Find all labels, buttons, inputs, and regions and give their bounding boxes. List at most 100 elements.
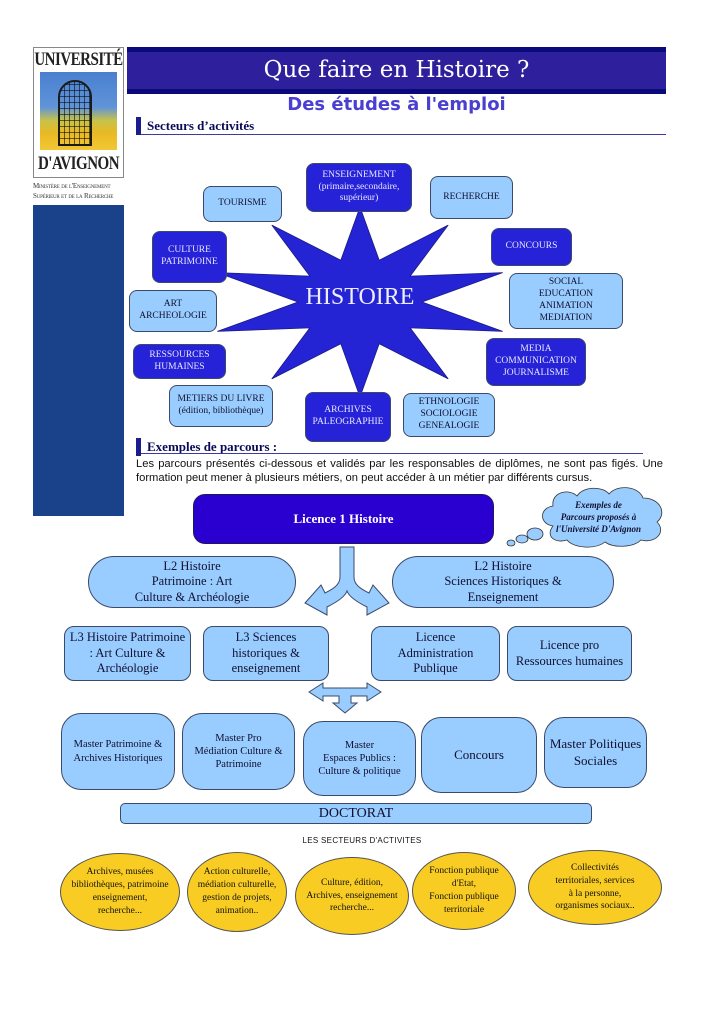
sector-node-enseignement-label: ENSEIGNEMENT(primaire,secondaire,supérie… xyxy=(319,170,400,206)
text-line: SOCIAL xyxy=(548,277,584,288)
text-line: à la personne, xyxy=(568,888,622,899)
master-box-label: Concours xyxy=(454,747,504,763)
text-line: Sociales xyxy=(573,752,618,768)
master-box: Concours xyxy=(421,717,537,793)
sector-node-recherche: RECHERCHE xyxy=(430,176,513,219)
text-line: CONCOURS xyxy=(505,241,558,252)
text-line: Concours xyxy=(454,746,504,762)
text-line: d'Etat, xyxy=(451,879,477,890)
text-line: enseignement, xyxy=(92,893,148,903)
master-box-label: Master Patrimoine &Archives Historiques xyxy=(74,738,163,764)
sidebar-decoration xyxy=(33,205,124,516)
text-line: L3 Histoire Patrimoine xyxy=(69,630,186,645)
text-line: PALEOGRAPHIE xyxy=(312,417,384,427)
l3-box-label: L3 Histoire Patrimoine: Art Culture &Arc… xyxy=(70,630,185,677)
section-rule xyxy=(141,134,666,135)
sector-ellipse-label: Culture, édition, Archives, enseignement r… xyxy=(306,877,397,915)
sector-ellipse: Culture, édition, Archives, enseignement r… xyxy=(295,857,409,935)
text-line: Sciences Historiques & xyxy=(444,574,562,589)
text-line: historiques & xyxy=(232,645,300,660)
text-line: Patrimoine : Art xyxy=(151,574,233,589)
split-arrow-icon xyxy=(304,546,390,616)
text-line: Enseignement xyxy=(467,589,539,604)
sector-node-livre-label: METIERS DU LIVRE(édition, bibliothèque) xyxy=(177,394,264,418)
text-line: supérieur) xyxy=(339,193,379,204)
text-line: Espaces Publics : xyxy=(323,752,396,764)
text-line: MEDIA xyxy=(520,344,552,355)
text-line: (primaire,secondaire, xyxy=(318,181,400,192)
text-line: TOURISME xyxy=(218,198,267,209)
text-line: Licence xyxy=(415,630,456,645)
text-line: ARCHIVES xyxy=(324,405,372,416)
text-line: JOURNALISME xyxy=(503,367,569,378)
licence1-box: Licence 1 Histoire xyxy=(193,494,494,544)
text-line: ANIMATION xyxy=(539,301,593,311)
text-line: RECHERCHE xyxy=(443,191,500,202)
text-line: gestion de projets, xyxy=(202,893,272,903)
sector-node-tourisme-label: TOURISME xyxy=(218,198,266,210)
cloud-line: l'Université D'Avignon xyxy=(555,524,642,534)
star-center-label: HISTOIRE xyxy=(305,284,415,310)
ministry-line-1: Ministère de l'Enseignement xyxy=(33,182,111,190)
t-arrow-icon xyxy=(308,682,382,714)
cloud-line: Parcours proposés à xyxy=(560,512,637,522)
text-line: Action culturelle, xyxy=(203,867,271,878)
text-line: L2 Histoire xyxy=(163,558,221,573)
text-line: ART xyxy=(163,299,183,310)
text-line: Archéologie xyxy=(96,661,159,676)
text-line: territoriale xyxy=(443,904,485,915)
logo-bottom-text: D'AVIGNON xyxy=(37,153,120,174)
doctorat-box: DOCTORAT xyxy=(120,803,592,824)
text-line: enseignement xyxy=(231,661,301,676)
sector-ellipse: Action culturelle,médiation culturelle,g… xyxy=(187,852,287,932)
text-line: Fonction publique xyxy=(429,892,499,902)
text-line: Master xyxy=(344,739,375,751)
text-line: Médiation Culture & xyxy=(194,745,283,757)
text-line: animation.. xyxy=(215,905,259,916)
cloud-callout xyxy=(506,487,663,548)
text-line: Master Pro xyxy=(215,732,262,744)
text-line: Culture & politique xyxy=(318,766,401,778)
text-line: Culture, édition, xyxy=(320,877,383,888)
text-line: ETHNOLOGIE xyxy=(418,397,480,408)
text-line: EDUCATION xyxy=(538,289,594,300)
text-line: : Art Culture & xyxy=(89,645,166,660)
text-line: Administration xyxy=(397,645,474,660)
text-line: recherche... xyxy=(97,905,143,916)
text-line: Archives, enseignement xyxy=(306,890,398,901)
text-line: Archives, musées xyxy=(86,867,154,878)
ministry-label: Ministère de l'Enseignement Supérieur et… xyxy=(33,181,133,201)
sector-node-livre: METIERS DU LIVRE(édition, bibliothèque) xyxy=(169,385,273,427)
text-line: Master Politiques xyxy=(549,736,642,752)
text-line: Collectivités xyxy=(570,862,620,873)
sector-ellipse-label: Action culturelle,médiation culturelle,g… xyxy=(198,866,277,917)
text-line: Master Patrimoine & xyxy=(73,739,163,751)
l3-box: L3 Histoire Patrimoine: Art Culture &Arc… xyxy=(64,626,191,681)
text-line: recherche... xyxy=(329,903,375,914)
